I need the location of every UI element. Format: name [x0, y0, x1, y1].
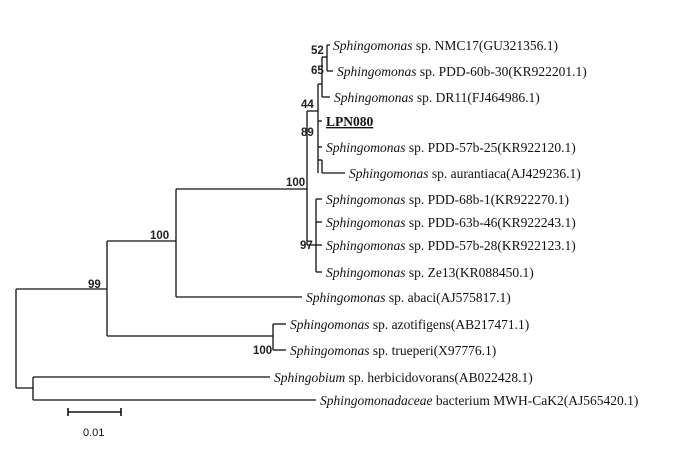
taxon-nmc17: Sphingomonas sp. NMC17(GU321356.1) — [333, 38, 558, 53]
taxon-pdd68b1: Sphingomonas sp. PDD-68b-1(KR922270.1) — [326, 192, 569, 207]
bootstrap-52: 52 — [311, 45, 324, 57]
scale-bar: 0.01 — [67, 408, 122, 439]
bootstrap-65: 65 — [311, 65, 324, 77]
taxon-mwhcak2: Sphingomonadaceae bacterium MWH-CaK2(AJ5… — [320, 393, 638, 408]
taxon-pdd60b30: Sphingomonas sp. PDD-60b-30(KR922201.1) — [337, 64, 587, 79]
taxon-trueperi: Sphingomonas sp. trueperi(X97776.1) — [290, 343, 496, 358]
bootstrap-100-clade: 100 — [286, 177, 305, 189]
taxon-aurantiaca: Sphingomonas sp. aurantiaca(AJ429236.1) — [349, 166, 581, 181]
bootstrap-89: 89 — [301, 127, 314, 139]
taxon-azotifigens: Sphingomonas sp. azotifigens(AB217471.1) — [290, 317, 529, 332]
bootstrap-100-azo: 100 — [253, 345, 272, 357]
taxon-herbicidovorans: Sphingobium sp. herbicidovorans(AB022428… — [274, 370, 533, 385]
scale-bar-label: 0.01 — [83, 427, 104, 439]
taxon-lpn080: LPN080 — [326, 114, 374, 129]
taxon-dr11: Sphingomonas sp. DR11(FJ464986.1) — [334, 90, 540, 105]
taxon-ze13: Sphingomonas sp. Ze13(KR088450.1) — [326, 265, 534, 280]
taxon-abaci: Sphingomonas sp. abaci(AJ575817.1) — [306, 290, 511, 305]
bootstrap-100-inner: 100 — [150, 230, 169, 242]
taxon-pdd57b25: Sphingomonas sp. PDD-57b-25(KR922120.1) — [326, 140, 576, 155]
bootstrap-97: 97 — [300, 240, 313, 252]
taxon-pdd57b28: Sphingomonas sp. PDD-57b-28(KR922123.1) — [326, 238, 576, 253]
taxon-pdd63b46: Sphingomonas sp. PDD-63b-46(KR922243.1) — [326, 215, 576, 230]
bootstrap-99: 99 — [88, 279, 101, 291]
bootstrap-44: 44 — [301, 99, 314, 111]
